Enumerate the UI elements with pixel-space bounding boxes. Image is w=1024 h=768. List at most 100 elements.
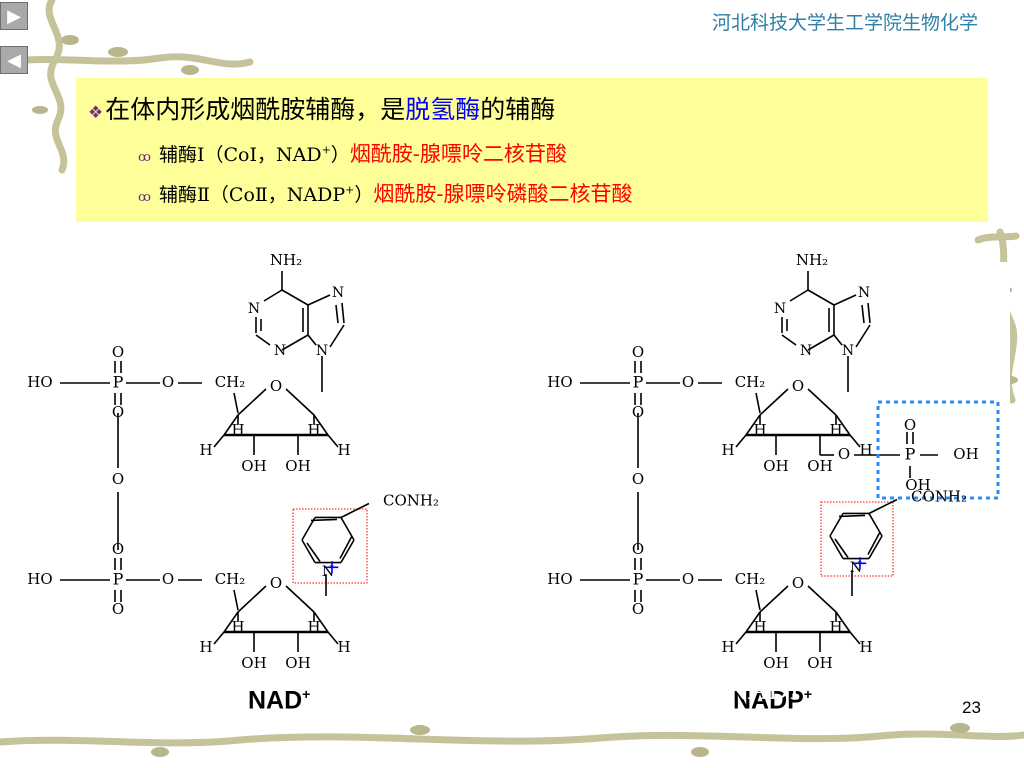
atom-label: H (307, 421, 320, 439)
bond (340, 502, 370, 519)
bond (313, 414, 329, 436)
faded-caption-post: ）CoⅡ (819, 675, 903, 706)
coenzyme-2-name: 烟酰胺-腺嘌呤磷酸二核苷酸 (373, 182, 633, 206)
bond (233, 589, 239, 611)
atom-label: N (800, 343, 812, 359)
bond (807, 388, 837, 416)
atom-label: OH (285, 457, 310, 475)
bond (755, 589, 761, 611)
atom-label: O (112, 600, 124, 618)
bond (745, 611, 761, 633)
coenzyme-1-sup: + (321, 143, 331, 157)
atom-label: O (632, 470, 644, 488)
bond (223, 414, 239, 436)
bond (807, 334, 835, 351)
bond (807, 289, 835, 306)
bond (861, 304, 865, 324)
bond (327, 434, 339, 448)
faded-caption: 辅酶Ⅱ（NADP+）CoⅡ (625, 668, 902, 707)
atom-label: CONH₂ (911, 487, 967, 505)
bond (281, 289, 309, 306)
atom-label: OH (241, 457, 266, 475)
atom-label: H (199, 441, 212, 459)
bond (807, 585, 837, 613)
previous-slide-button[interactable]: ◀ (0, 46, 28, 74)
play-forward-icon: ▶ (7, 5, 21, 27)
next-slide-button[interactable]: ▶ (0, 2, 28, 30)
atom-label: P (905, 445, 916, 464)
bond (306, 542, 321, 562)
bond (301, 517, 316, 541)
bond (745, 414, 761, 436)
bond (341, 302, 345, 324)
bond (868, 535, 883, 559)
bond (213, 631, 225, 645)
nadp-caption: NADP+ (733, 686, 812, 715)
bond (213, 434, 225, 448)
atom-label: HO (27, 570, 52, 588)
atom-label: OH (807, 654, 832, 672)
atom-label: H (231, 421, 244, 439)
plus-charge: + (852, 551, 869, 575)
atom-label: HO (27, 373, 52, 391)
bond (285, 388, 315, 416)
main-bullet: ❖在体内形成烟酰胺辅酶，是脱氢酶的辅酶 (88, 90, 555, 126)
bond (833, 334, 843, 346)
nad-caption: NAD+ (248, 686, 310, 715)
coenzyme-2-label: 辅酶Ⅱ（CoⅡ，NADP (159, 184, 346, 206)
atom-label: O (792, 574, 804, 592)
nadp-caption-text: NADP (733, 686, 804, 715)
atom-label: N (316, 343, 328, 359)
bond (335, 304, 339, 324)
bond (834, 538, 849, 558)
faded-caption-sup: + (807, 675, 820, 693)
bond (735, 434, 747, 448)
atom-label: OH (953, 445, 978, 463)
bond (313, 611, 329, 633)
nicotinamide-highlight-box (820, 501, 894, 577)
coenzyme-2-label-end: ） (354, 184, 374, 206)
bond (759, 585, 789, 613)
nad-caption-sup: + (302, 686, 311, 702)
atom-label: H (337, 441, 350, 459)
bond (867, 302, 871, 324)
bond (755, 392, 761, 414)
atom-label: CONH₂ (383, 491, 439, 509)
bond (867, 531, 881, 555)
atom-label: O (682, 373, 694, 391)
page-number: 23 (962, 698, 981, 717)
atom-label: P (113, 570, 124, 589)
atom-label: O (632, 540, 644, 558)
atom-label: CH₂ (735, 373, 766, 391)
bond (735, 631, 747, 645)
atom-label: H (231, 618, 244, 636)
bond (327, 631, 339, 645)
atom-label: P (113, 373, 124, 392)
bond (868, 498, 898, 515)
atom-label: H (753, 421, 766, 439)
atom-label: O (112, 343, 124, 361)
atom-label: H (829, 618, 842, 636)
bond (835, 414, 851, 436)
bond (310, 518, 338, 522)
swirl-bullet-icon: ꝏ (138, 150, 151, 165)
atom-label: CH₂ (215, 373, 246, 391)
nad-caption-text: NAD (248, 686, 303, 715)
atom-label: N (322, 564, 334, 580)
atom-label: H (307, 618, 320, 636)
atom-label: OH (763, 654, 788, 672)
bond (237, 388, 267, 416)
atom-label: NH₂ (796, 251, 828, 269)
plus-charge: + (324, 555, 341, 579)
bond (789, 289, 809, 302)
bond (833, 294, 857, 306)
atom-label: N (248, 301, 260, 317)
bond (838, 514, 866, 518)
bond (340, 539, 355, 563)
atom-label: H (859, 441, 872, 459)
atom-label: P (633, 570, 644, 589)
bond (233, 392, 239, 414)
atom-label: OH (905, 476, 930, 494)
